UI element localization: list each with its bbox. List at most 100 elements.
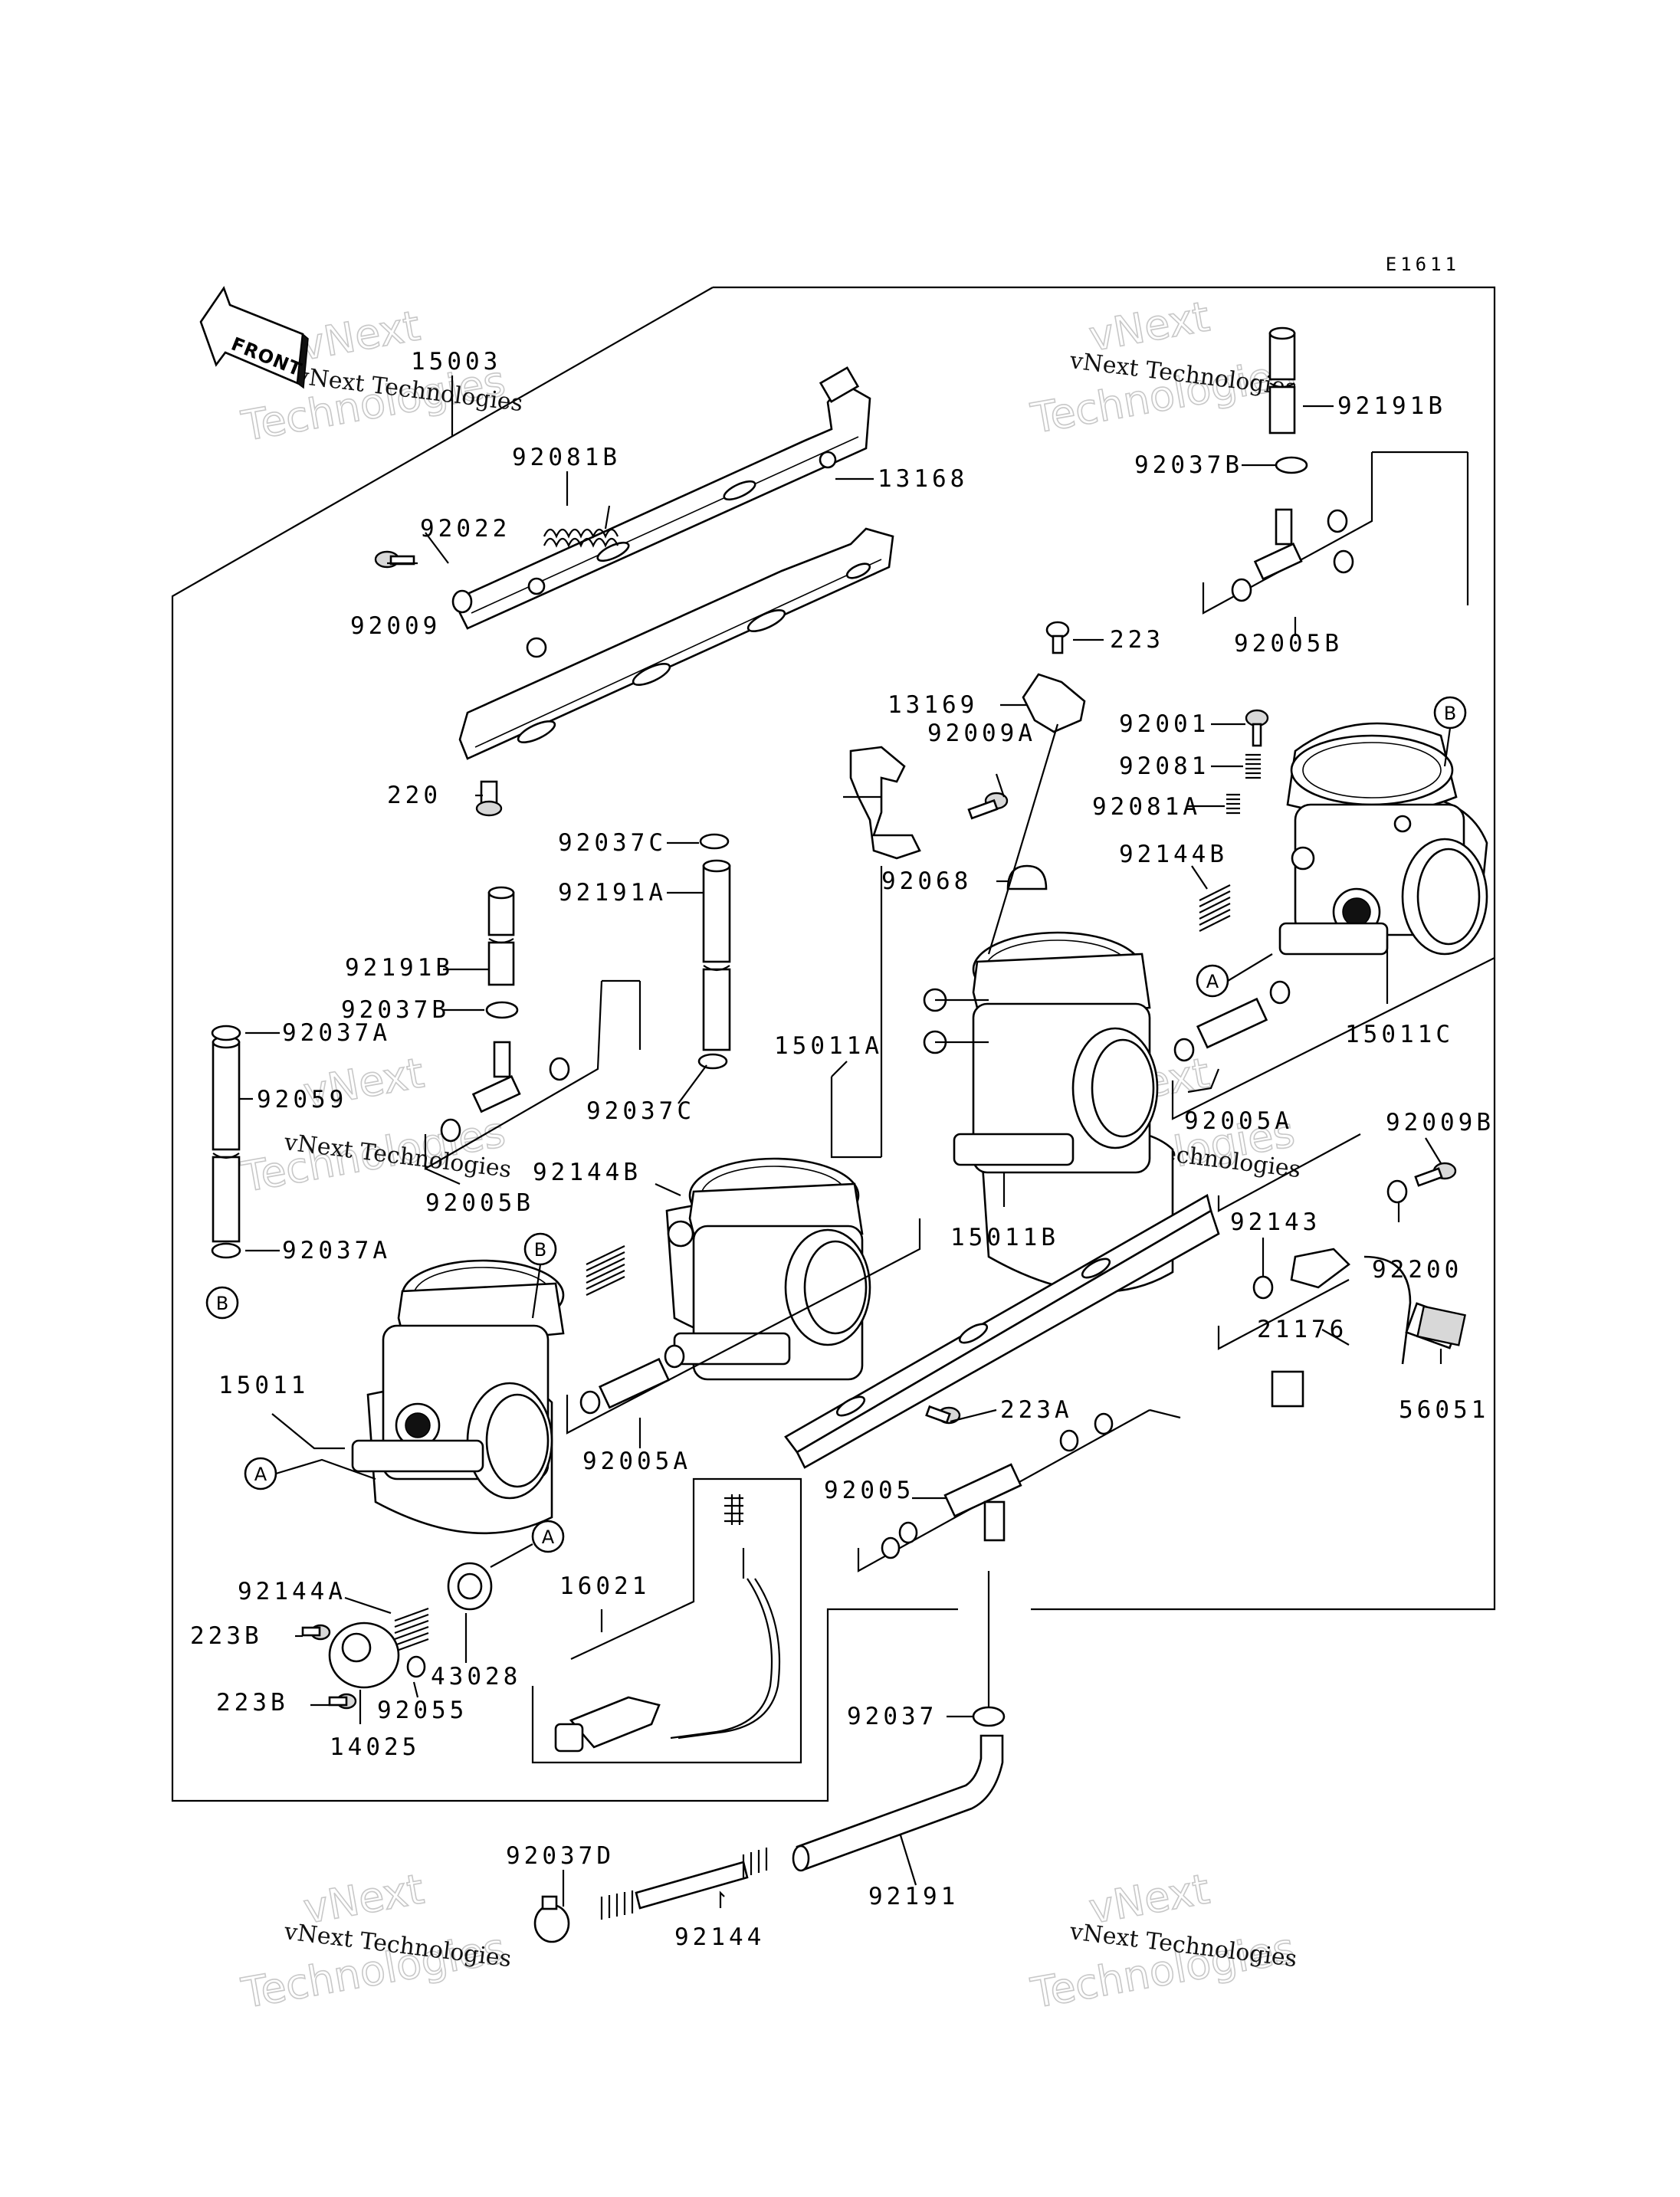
clip-92037b-left [485, 1001, 519, 1019]
callout-15011b: 15011B [950, 1224, 1059, 1251]
callout-16021: 16021 [559, 1572, 650, 1600]
watermark-bottom-left: vNext Technologies vNext Technologies [238, 1864, 514, 2018]
ref-marker-b-mid-left: B [523, 1232, 557, 1319]
svg-text:A: A [254, 1464, 267, 1485]
watermark-bottom-right: vNext Technologies vNext Technologies [1027, 1864, 1299, 2018]
callout-92037b-right: 92037B [1134, 451, 1243, 479]
ref-marker-a-left: A [244, 1457, 376, 1490]
clip-92037a-bottom [211, 1242, 241, 1259]
choke-cable-16021 [531, 1477, 802, 1764]
callout-92005b-left: 92005B [425, 1189, 534, 1217]
callout-92144b-right: 92144B [1119, 841, 1228, 868]
callout-92037a-bottom: 92037A [282, 1237, 391, 1264]
svg-text:B: B [216, 1293, 228, 1314]
clip-92037c-mid [697, 1053, 728, 1070]
callout-92037: 92037 [847, 1703, 937, 1730]
callout-92200: 92200 [1372, 1256, 1462, 1284]
callout-92001: 92001 [1119, 710, 1209, 738]
washer-92143 [1252, 1275, 1274, 1300]
screw-92009b [1414, 1162, 1457, 1187]
callout-92144b-mid: 92144B [533, 1159, 641, 1186]
callout-56051: 56051 [1399, 1396, 1489, 1424]
pipe-92191b-right [1268, 326, 1296, 434]
clip-92037c-top [699, 833, 730, 850]
svg-text:A: A [1206, 971, 1219, 992]
callout-92059: 92059 [257, 1086, 347, 1113]
screw-223 [1045, 621, 1070, 654]
callout-92037b-left: 92037B [341, 996, 450, 1024]
joint-92005a-right [1171, 957, 1495, 1120]
screw-92009 [374, 550, 415, 569]
callout-223b-top: 223B [190, 1622, 263, 1650]
callout-14025: 14025 [330, 1733, 420, 1761]
carburetor-15011 [351, 1259, 565, 1535]
assembly-frame [713, 286, 1496, 1611]
throttle-bracket [849, 746, 921, 860]
spring-92144b-mid [586, 1245, 625, 1296]
t-fitting-92005b-right [1202, 451, 1469, 615]
callout-92144: 92144 [674, 1923, 765, 1951]
joint-92005a-left [566, 1218, 921, 1435]
callout-223a: 223A [1000, 1396, 1073, 1424]
fitting-92005 [857, 1408, 1181, 1572]
t-fitting-92005b-left [424, 979, 641, 1170]
callout-223: 223 [1110, 626, 1164, 654]
callout-92005: 92005 [824, 1477, 914, 1504]
callout-92037d: 92037D [506, 1842, 615, 1870]
callout-labels: 15003 92081B 13168 92022 92009 220 92191… [190, 348, 1495, 1951]
callout-92037a-top: 92037A [282, 1019, 391, 1047]
clip-92037-bottom [972, 1706, 1006, 1727]
assembly-frame-left [171, 287, 958, 1802]
callout-92022: 92022 [420, 515, 510, 543]
spring-92144b-right [1199, 884, 1231, 932]
svg-text:vNext: vNext [296, 301, 423, 369]
callout-13168: 13168 [878, 465, 968, 493]
callout-92037c-mid: 92037C [586, 1097, 695, 1125]
watermark-top-right: vNext Technologies vNext Technologies [1027, 292, 1299, 444]
callout-15011c: 15011C [1345, 1021, 1454, 1048]
screw-92009a [967, 792, 1009, 820]
spring-92144a [394, 1607, 429, 1653]
bracket-13169 [1022, 673, 1086, 733]
clip-92037a-top [211, 1025, 241, 1041]
callout-15003: 15003 [411, 348, 501, 375]
callout-92005a-left: 92005A [582, 1448, 691, 1475]
choke-link-bar [784, 1194, 1220, 1469]
callout-92081: 92081 [1119, 753, 1209, 780]
o-ring-92055 [406, 1655, 426, 1678]
watermark-mid-left: vNext Technologies vNext Technologies [238, 1048, 514, 1202]
cover-14025 [328, 1622, 400, 1689]
callout-21176: 21176 [1257, 1316, 1347, 1343]
callout-92009a: 92009A [927, 720, 1036, 747]
svg-text:A: A [542, 1526, 555, 1548]
screw-223b-top [301, 1624, 331, 1641]
callout-220: 220 [387, 782, 441, 809]
spring-92081 [1245, 753, 1261, 779]
pipe-92191-bottom [792, 1734, 1004, 1872]
pipe-92191b-left [487, 886, 515, 986]
callout-92005b-right: 92005B [1234, 630, 1343, 657]
callout-92037c-top: 92037C [558, 829, 667, 857]
callout-92081a: 92081A [1092, 793, 1201, 821]
spring-92081b [543, 505, 619, 548]
callout-13169: 13169 [888, 691, 978, 719]
clip-92037b-right [1275, 456, 1308, 474]
callout-43028: 43028 [431, 1663, 521, 1690]
callout-92009: 92009 [350, 612, 441, 640]
callout-92009b: 92009B [1386, 1109, 1495, 1136]
spring-92081a [1226, 793, 1240, 815]
screw-220 [475, 780, 503, 817]
callout-92191: 92191 [868, 1883, 959, 1910]
diagram-code: E1611 [1386, 254, 1460, 275]
pipe-92191a [702, 859, 731, 1051]
callout-92191b-left: 92191B [345, 954, 454, 982]
label-56051 [1416, 1305, 1466, 1346]
callout-92191b-right: 92191B [1337, 392, 1446, 420]
screw-223a [925, 1405, 961, 1425]
callout-92081b: 92081B [512, 444, 621, 471]
callout-92143: 92143 [1230, 1208, 1321, 1236]
washer-92200 [1386, 1179, 1408, 1204]
svg-text:B: B [534, 1239, 546, 1261]
hose-92144-bottom [600, 1848, 768, 1920]
callout-92055: 92055 [377, 1697, 468, 1724]
